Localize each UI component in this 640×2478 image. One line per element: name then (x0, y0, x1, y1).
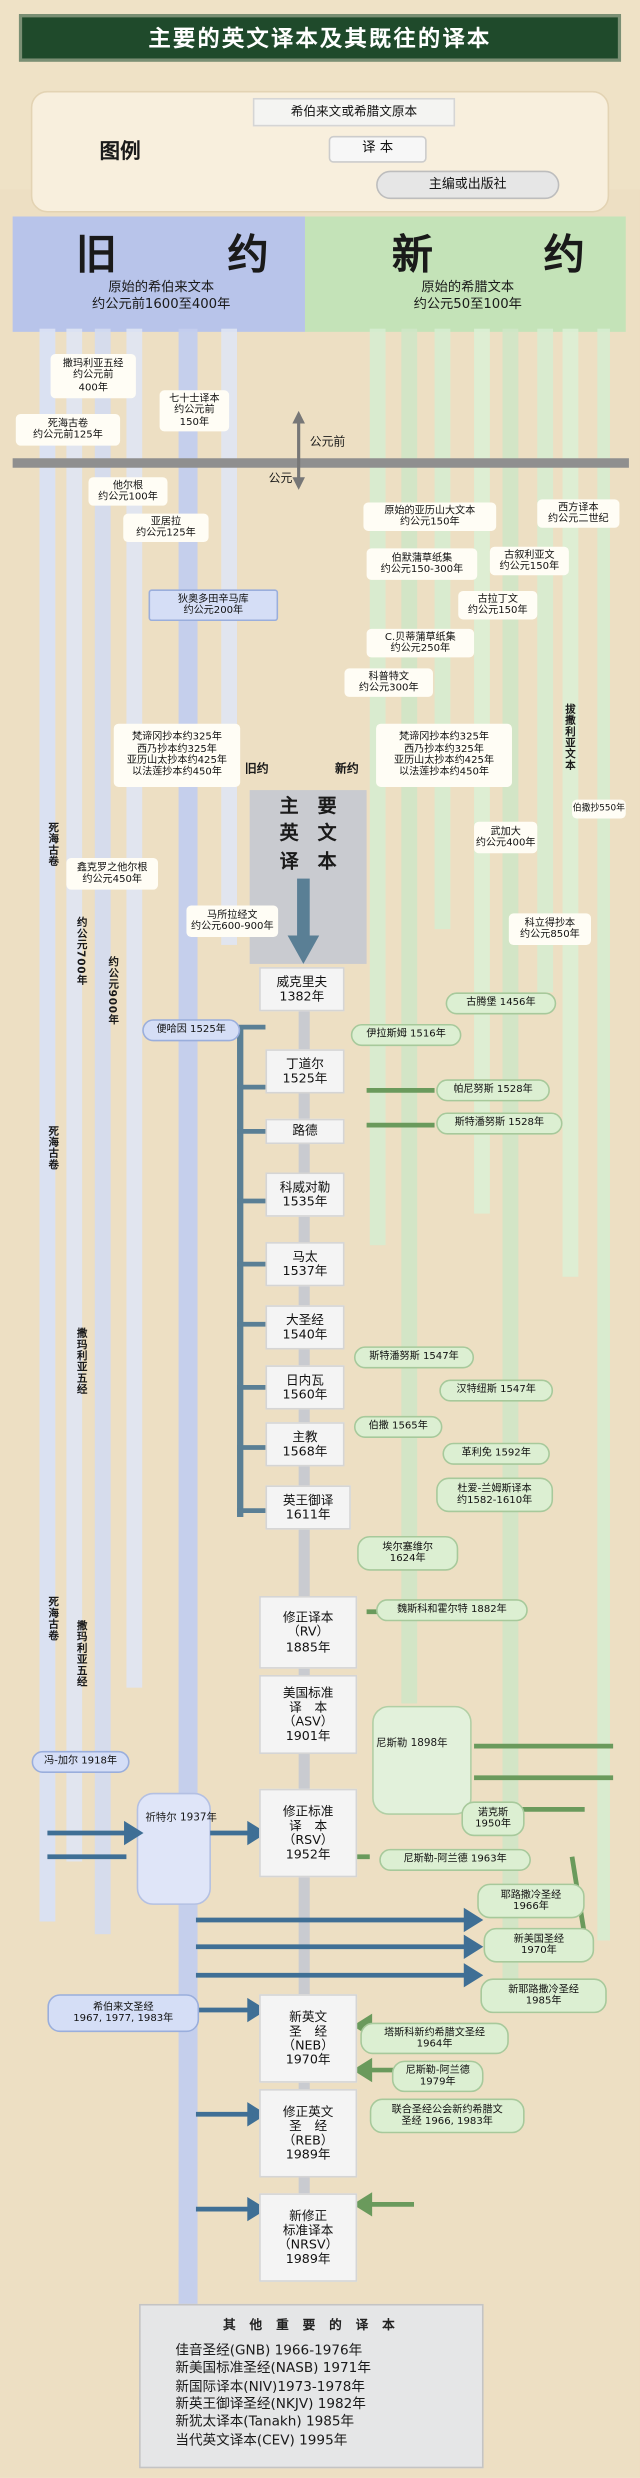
main-translations-head: 主 要英 文译 本 (279, 794, 337, 872)
source-masoretic: 马所拉经文约公元600-900年 (186, 905, 279, 938)
vlabel-samaritan2: 撒玛利亚五经 (74, 1327, 87, 1395)
editor-vangall: 冯-加尔 1918年 (31, 1750, 130, 1773)
source-alex-papyrus: 原始的亚历山大文本约公元150年 (363, 502, 497, 531)
translation-rsv: 修正标准译 本（RSV）1952年 (259, 1788, 358, 1878)
legend-editor-box: 主编或出版社 (376, 170, 560, 200)
ot-heading: 旧 约 (75, 232, 304, 280)
nt-codices-tag: 新约 (335, 761, 359, 776)
translation-nrsv: 新修正标准译本（NRSV）1989年 (259, 2193, 358, 2282)
nt-heading: 新 约 (391, 232, 620, 280)
translation-reb: 修正英文圣 经（REB）1989年 (259, 2089, 358, 2178)
editor-westcott: 魏斯科和霍尔特 1882年 (376, 1599, 528, 1622)
source-targum: 他尔根约公元100年 (88, 477, 168, 506)
editor-pagninus: 帕尼努斯 1528年 (436, 1079, 550, 1102)
editor-douay: 杜爱-兰姆斯译本约1582-1610年 (436, 1477, 554, 1513)
editor-erasmus: 伊拉斯姆 1516年 (350, 1023, 462, 1047)
translation-neb: 新英文圣 经（NEB）1970年 (259, 1994, 358, 2083)
source-bodmer: 伯默蒲草纸集约公元150-300年 (366, 548, 478, 580)
vlabel-samaritan3: 撒玛利亚五经 (74, 1619, 87, 1688)
source-old-latin: 古拉丁文约公元150年 (458, 590, 538, 620)
vlabel-dss3: 死海古卷 (45, 1596, 59, 1641)
source-chester: C.贝蒂蒲草纸集约公元250年 (366, 628, 475, 658)
source-western: 西方译本约公元二世纪 (537, 499, 620, 528)
vlabel-nt-syriac: 拔撒利亚文本 (562, 703, 576, 771)
vlabel-y900: 约公元900年 (105, 956, 119, 1026)
era-bc-label: 公元前 (309, 434, 346, 449)
editor-bomberg: 便哈因 1525年 (142, 1019, 241, 1042)
translation-asv: 美国标准译 本（ASV）1901年 (259, 1675, 358, 1755)
translation-luther: 路德 (265, 1118, 345, 1145)
editor-stephanus-1528: 斯特潘努斯 1528年 (436, 1112, 563, 1135)
legend-source-box: 希伯来文或希腊文原本 (252, 97, 456, 127)
source-dss: 死海古卷约公元前125年 (15, 414, 121, 446)
other-translation-item: 当代英文译本(CEV) 1995年 (175, 2433, 348, 2449)
chart-title: 主要的英文译本及其既往的译本 (18, 14, 622, 62)
source-cairo: 鑫克罗之他尔根约公元450年 (66, 858, 159, 890)
source-theodotion: 狄奥多田辛马库约公元200年 (148, 589, 279, 622)
source-old-syriac: 古叙利亚文约公元150年 (489, 546, 569, 576)
vlabel-dss: 死海古卷 (45, 821, 59, 867)
editor-gutenberg: 古腾堡 1456年 (445, 992, 557, 1015)
other-translations-panel: 其 他 重 要 的 译 本 佳音圣经(GNB) 1966-1976年 新美国标准… (139, 2303, 484, 2469)
other-translation-item: 新英王御译圣经(NKJV) 1982年 (175, 2397, 366, 2414)
legend-label: 图例 (99, 140, 141, 165)
other-translation-item: 新国际译本(NIV)1973-1978年 (175, 2379, 365, 2396)
vlabel-dss2: 死海古卷 (45, 1125, 59, 1170)
editor-beza: 伯撒 1565年 (353, 1415, 443, 1438)
editor-hentenius: 汉特纽斯 1547年 (439, 1379, 554, 1402)
source-koridethi: 科立得抄本约公元850年 (508, 913, 591, 945)
source-vulgate: 武加大约公元400年 (474, 821, 538, 854)
vlabel-y700: 约公元700年 (74, 916, 87, 986)
source-peshitta: 伯撒抄550年 (572, 799, 626, 819)
other-translation-item: 新美国标准圣经(NASB) 1971年 (175, 2361, 371, 2378)
editor-stephanus-1547: 斯特潘努斯 1547年 (353, 1346, 475, 1369)
source-coptic: 科普特文约公元300年 (344, 668, 433, 697)
source-ot-codices: 梵谛冈抄本约325年西乃抄本约325年亚历山太抄本约425年以法莲抄本约450年 (113, 723, 241, 787)
other-translation-item: 新犹太译本(Tanakh) 1985年 (175, 2415, 355, 2431)
editor-ubs: 联合圣经公会新约希腊文圣经 1966, 1983年 (369, 2098, 525, 2134)
ot-origin: 原始的希伯来文本约公元前1600至400年 (91, 278, 231, 312)
ot-codices-tag: 旧约 (244, 761, 269, 776)
editor-nestle-aland: 尼斯勒-阿兰德 1963年 (379, 1848, 531, 1871)
era-ad-label: 公元 (268, 470, 293, 486)
legend-translation-box: 译 本 (328, 135, 427, 163)
editor-kittel: 祈特尔 1937年 (145, 1810, 217, 1824)
other-translation-item: 佳音圣经(GNB) 1966-1976年 (175, 2343, 363, 2360)
source-aquila: 亚居拉约公元125年 (123, 513, 209, 543)
nt-origin: 原始的希腊文本约公元50至100年 (413, 278, 522, 312)
translation-rv: 修正译本（RV）1885年 (259, 1596, 358, 1669)
editor-nestle-1898: 尼斯勒 1898年 (376, 1736, 448, 1750)
editor-clement: 革利免 1592年 (442, 1442, 550, 1465)
other-translations-heading: 其 他 重 要 的 译 本 (223, 2318, 400, 2333)
source-nt-codices: 梵谛冈抄本约325年西乃抄本约325年亚历山太抄本约425年以法莲抄本约450年 (376, 723, 512, 787)
